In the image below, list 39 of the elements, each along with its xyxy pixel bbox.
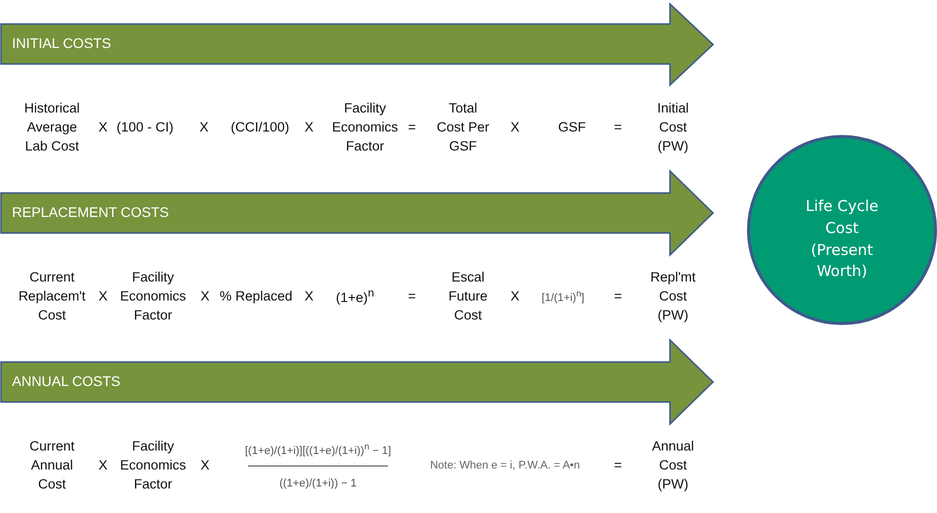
operator-sign: X <box>510 288 520 306</box>
formula-numerator: [(1+e)/(1+i)][((1+e)/(1+i))$^{n}$ − 1] <box>245 440 391 460</box>
operator-sign: X <box>98 288 108 306</box>
operator-sign: = <box>408 118 416 137</box>
formula-term: Escal Future Cost <box>447 268 489 324</box>
formula-term: Historical Average Lab Cost <box>23 100 81 156</box>
formula-term: Annual Cost (PW) <box>650 438 696 494</box>
operator-sign: = <box>614 288 622 306</box>
formula-term: Facility Economics Factor <box>118 438 188 494</box>
operator-sign: = <box>408 288 416 306</box>
formula-term: Repl'mt Cost (PW) <box>649 268 697 324</box>
formula-term: % Replaced <box>220 288 292 306</box>
formula-term: Total Cost Per GSF <box>436 100 490 156</box>
operator-sign: X <box>304 288 314 306</box>
formula-term: GSF <box>558 118 586 137</box>
note: Note: When e = i, P.W.A. = A•n <box>430 458 580 474</box>
formula-term: Facility Economics Factor <box>330 100 400 156</box>
circle-label: Life Cycle Cost (Present Worth) <box>804 196 880 282</box>
operator-sign: X <box>304 118 314 137</box>
band-heading: REPLACEMENT COSTS <box>12 204 169 220</box>
operator-sign: X <box>98 456 108 475</box>
operator-sign: X <box>200 456 210 475</box>
operator-sign: X <box>200 118 208 137</box>
band-heading: INITIAL COSTS <box>12 35 112 51</box>
formula-term: Facility Economics Factor <box>118 268 188 324</box>
formula-term: Current Annual Cost <box>28 438 76 494</box>
formula-term: (100 - CI) <box>116 118 174 137</box>
formula: [1/(1+i)$^{n}$] <box>542 287 584 306</box>
formula-term: (CCI/100) <box>230 118 290 137</box>
operator-sign: = <box>614 118 622 137</box>
formula-term: Initial Cost (PW) <box>656 100 690 156</box>
formula-term: (1+e)$^{n}$ <box>336 286 374 307</box>
operator-sign: X <box>200 288 210 306</box>
formula-term: Current Replacem't Cost <box>17 268 87 324</box>
operator-sign: X <box>510 118 520 137</box>
formula-denominator: ((1+e)/(1+i)) − 1 <box>279 476 357 492</box>
band-heading: ANNUAL COSTS <box>12 373 120 389</box>
operator-sign: = <box>614 456 622 475</box>
operator-sign: X <box>98 118 108 137</box>
